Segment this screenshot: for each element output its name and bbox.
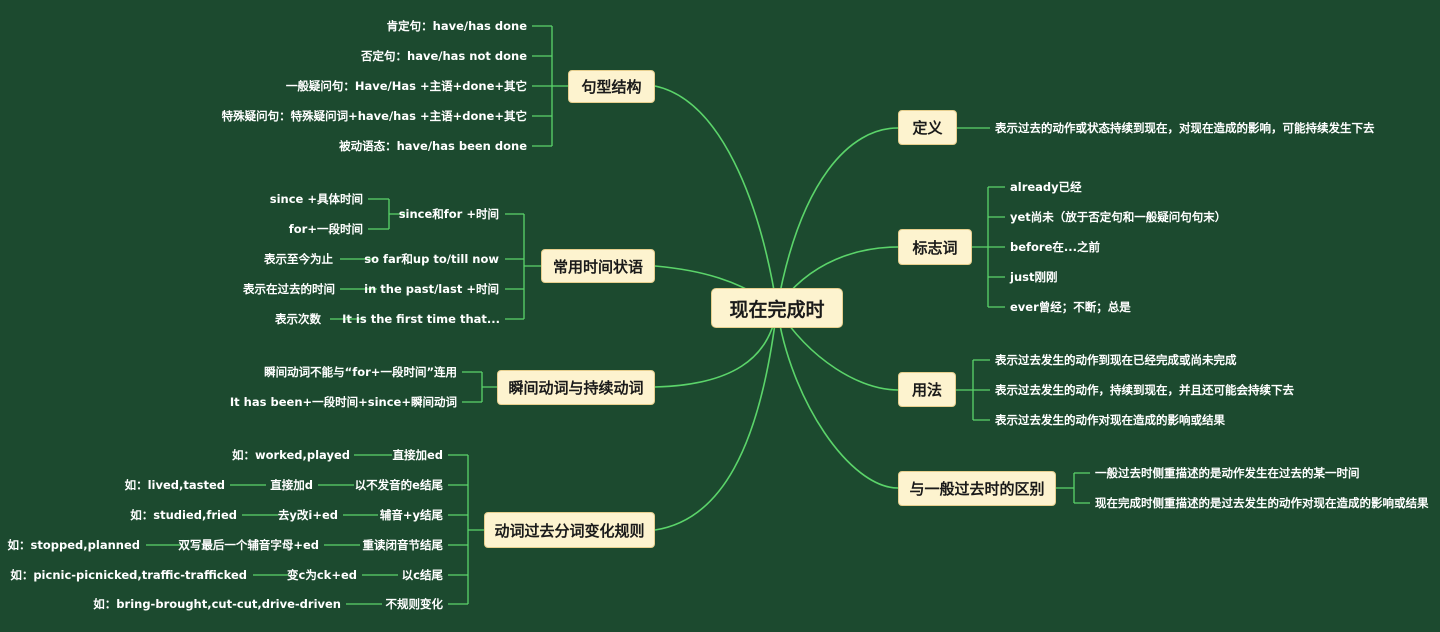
structure-item: 肯定句：have/has done xyxy=(386,19,527,33)
marker-item: before在...之前 xyxy=(1010,240,1101,254)
adverbial-note: 表示至今为止 xyxy=(264,252,333,266)
since-for-child: for+一段时间 xyxy=(288,222,363,236)
participle-example: 如：bring-brought,cut-cut,drive-driven xyxy=(93,597,341,611)
structure-item: 否定句：have/has not done xyxy=(361,49,527,63)
participle-rule: 以c结尾 xyxy=(401,568,443,582)
participle-sub: 双写最后一个辅音字母+ed xyxy=(178,538,319,552)
since-for-child: since +具体时间 xyxy=(269,192,363,206)
structure-item: 一般疑问句：Have/Has +主语+done+其它 xyxy=(285,79,527,93)
branch-participle-rules[interactable]: 动词过去分词变化规则 xyxy=(484,512,655,548)
branch-time-adverbials[interactable]: 常用时间状语 xyxy=(541,249,655,283)
root-node[interactable]: 现在完成时 xyxy=(711,288,843,328)
adverbial-note: 表示次数 xyxy=(275,312,321,326)
branch-difference[interactable]: 与一般过去时的区别 xyxy=(898,471,1056,506)
structure-item: 特殊疑问句：特殊疑问词+have/has +主语+done+其它 xyxy=(221,109,527,123)
participle-example: 如：lived,tasted xyxy=(124,478,225,492)
adverbial-item: so far和up to/till now xyxy=(364,252,499,266)
branch-usage[interactable]: 用法 xyxy=(898,372,956,407)
difference-item: 现在完成时侧重描述的是过去发生的动作对现在造成的影响或结果 xyxy=(1095,496,1429,510)
adverbial-note: 表示在过去的时间 xyxy=(243,282,335,296)
since-for-node: since和for +时间 xyxy=(398,207,499,221)
participle-rule: 辅音+y结尾 xyxy=(379,508,443,522)
verb-item: It has been+一段时间+since+瞬间动词 xyxy=(229,395,457,409)
participle-rule: 重读闭音节结尾 xyxy=(362,538,444,552)
participle-example: 如：studied,fried xyxy=(130,508,237,522)
branch-markers[interactable]: 标志词 xyxy=(898,229,972,265)
marker-item: just刚刚 xyxy=(1010,270,1058,284)
adverbial-item: in the past/last +时间 xyxy=(364,282,499,296)
participle-sub: 去y改i+ed xyxy=(277,508,338,522)
branch-definition[interactable]: 定义 xyxy=(898,110,957,145)
participle-example: 如：worked,played xyxy=(231,448,350,462)
participle-example: 如：picnic-picnicked,traffic-trafficked xyxy=(10,568,247,582)
participle-example: 如：stopped,planned xyxy=(7,538,140,552)
usage-item: 表示过去发生的动作到现在已经完成或尚未完成 xyxy=(995,353,1237,367)
participle-rule: 不规则变化 xyxy=(385,597,444,611)
usage-item: 表示过去发生的动作对现在造成的影响或结果 xyxy=(995,413,1225,427)
usage-item: 表示过去发生的动作，持续到现在，并且还可能会持续下去 xyxy=(995,383,1294,397)
participle-sub: 直接加d xyxy=(270,478,313,492)
branch-sentence-structure[interactable]: 句型结构 xyxy=(568,70,655,103)
marker-item: ever曾经；不断；总是 xyxy=(1010,300,1131,314)
participle-sub: 变c为ck+ed xyxy=(287,568,357,582)
verb-item: 瞬间动词不能与“for+一段时间”连用 xyxy=(264,365,457,379)
difference-item: 一般过去时侧重描述的是动作发生在过去的某一时间 xyxy=(1095,466,1360,480)
adverbial-item: It is the first time that... xyxy=(342,312,500,326)
marker-item: already已经 xyxy=(1010,180,1082,194)
participle-rule: 直接加ed xyxy=(392,448,443,462)
marker-item: yet尚未（放于否定句和一般疑问句句末） xyxy=(1010,210,1227,224)
definition-item: 表示过去的动作或状态持续到现在，对现在造成的影响，可能持续发生下去 xyxy=(995,121,1375,135)
structure-item: 被动语态：have/has been done xyxy=(339,139,527,153)
participle-rule: 以不发音的e结尾 xyxy=(354,478,443,492)
branch-verb-types[interactable]: 瞬间动词与持续动词 xyxy=(497,370,655,405)
